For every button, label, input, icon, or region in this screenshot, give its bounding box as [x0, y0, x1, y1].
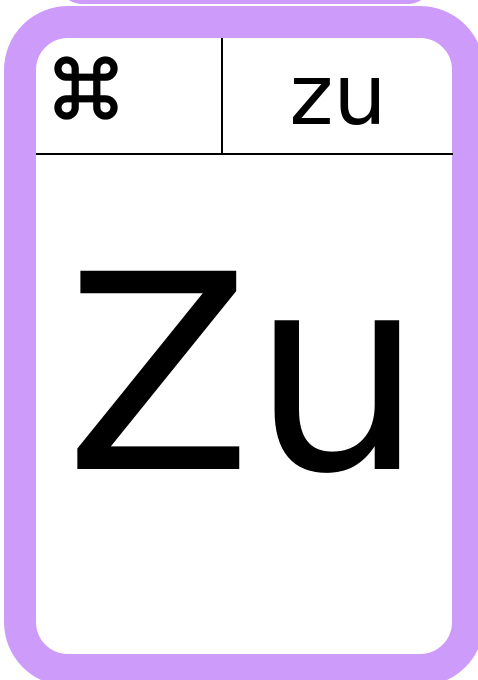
big-syllable-label: Zu	[65, 218, 424, 534]
command-icon	[54, 56, 118, 120]
next-card-peek	[58, 0, 432, 4]
header-divider	[221, 38, 223, 153]
card-header: zu	[36, 38, 453, 155]
syllable-card[interactable]: zu Zu	[4, 6, 478, 680]
small-syllable-label: zu	[289, 46, 387, 144]
